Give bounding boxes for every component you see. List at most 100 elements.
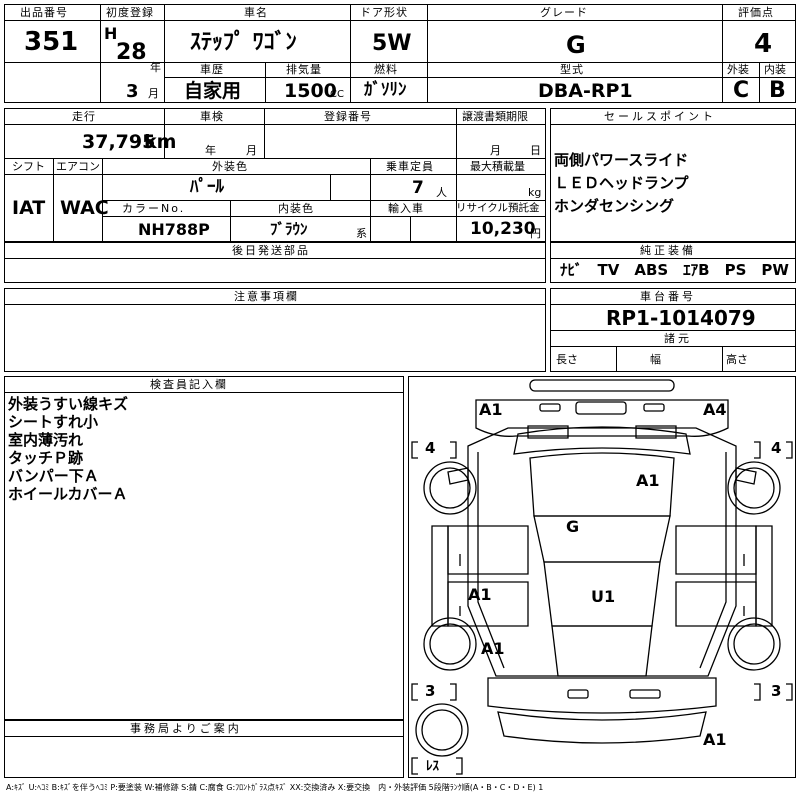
sales-point-box: [550, 108, 796, 242]
year-value: 28: [116, 40, 147, 65]
damage-mark: G: [566, 517, 580, 536]
first-reg-label: 初度登録: [106, 6, 154, 19]
car-diagram-drawing: [411, 379, 793, 775]
recycle-label: リサイクル預託金: [456, 202, 540, 214]
ext-color-value: ﾊﾟｰﾙ: [190, 177, 224, 197]
shift-value: IAT: [12, 197, 46, 219]
door-value: 5W: [372, 31, 412, 56]
damage-mark: A1: [636, 471, 660, 490]
office-label: 事務局よりご案内: [130, 722, 242, 735]
equipment-box: [550, 242, 796, 283]
inspector-note: シートすれ小: [8, 413, 99, 431]
inspection-label: 車検: [200, 110, 224, 123]
shift-label: シフト: [12, 160, 45, 173]
history-label: 車歴: [200, 63, 224, 76]
damage-mark: A4: [703, 400, 727, 419]
capacity-label: 乗車定員: [386, 160, 434, 173]
score-value: 4: [754, 29, 773, 59]
aircon-value: WAC: [60, 197, 109, 219]
aircon-label: エアコン: [56, 160, 100, 173]
month-value: 3: [126, 81, 139, 102]
inspector-note: ホイールカバーＡ: [8, 485, 128, 503]
door-label: ドア形状: [360, 6, 408, 19]
exterior-label: 外装: [727, 63, 749, 76]
car-diagram: [408, 376, 796, 778]
grade-label: グレード: [540, 6, 588, 19]
inspector-note: 外装うすい線キズ: [8, 395, 129, 413]
damage-mark: A1: [479, 400, 503, 419]
chassis-value: RP1-1014079: [606, 306, 756, 330]
color-no-label: カラーNo.: [122, 202, 186, 215]
sales-point-2: ＬＥＤヘッドランプ: [554, 174, 689, 192]
inspector-note: 室内薄汚れ: [8, 431, 84, 449]
damage-mark: U1: [591, 587, 616, 606]
sales-point-3: ホンダセンシング: [554, 197, 675, 215]
reg-no-label: 登録番号: [324, 110, 372, 123]
import-label: 輸入車: [388, 202, 424, 215]
history-value: 自家用: [184, 80, 242, 102]
interior-label: 内装: [764, 63, 786, 76]
equipment-value: ﾅﾋﾞ TV ABS ｴｱB PS PW: [560, 261, 789, 279]
damage-mark: A1: [481, 639, 505, 658]
sales-point-1: 両側パワースライド: [554, 151, 689, 169]
grade-value: G: [566, 31, 586, 59]
int-color-label: 内装色: [278, 202, 314, 215]
lot-no-value: 351: [24, 27, 79, 57]
tread-right-top: 4: [771, 439, 782, 457]
tread-left-bottom: 3: [425, 682, 436, 700]
color-no-value: NH788P: [138, 220, 210, 239]
specs-label: 諸元: [664, 332, 692, 345]
person-unit: 人: [436, 186, 447, 199]
notes-label: 注意事項欄: [234, 290, 299, 303]
office-box: [4, 720, 404, 778]
width-label: 幅: [650, 353, 661, 366]
later-parts-box: [4, 242, 546, 283]
car-name-label: 車名: [244, 6, 268, 19]
sales-point-label: セールスポイント: [604, 110, 716, 123]
spare-tire-label: ﾚｽ: [426, 759, 439, 774]
length-label: 長さ: [556, 353, 578, 366]
recycle-value: 10,230: [470, 219, 536, 239]
displacement-label: 排気量: [286, 63, 322, 76]
damage-mark: A1: [468, 585, 492, 604]
model-label: 型式: [560, 63, 584, 76]
month-unit: 月: [148, 87, 159, 100]
inspection-year-unit: 年: [205, 144, 216, 157]
inspector-note: タッチＰ跡: [8, 449, 84, 467]
yen-unit: 円: [530, 227, 541, 240]
tread-left-top: 4: [425, 439, 436, 457]
fuel-value: ｶﾞｿﾘﾝ: [364, 80, 407, 100]
mileage-value: 37,795: [82, 131, 156, 153]
transfer-month-unit: 月: [490, 144, 501, 157]
max-load-label: 最大積載量: [470, 160, 525, 173]
inspector-label: 検査員記入欄: [150, 378, 228, 391]
score-label: 評価点: [738, 6, 774, 19]
header-block: [4, 4, 796, 103]
chassis-label: 車台番号: [640, 290, 696, 303]
transfer-label: 譲渡書類期限: [462, 110, 528, 123]
car-name-value: ｽﾃｯﾌﾟ ﾜｺﾞﾝ: [190, 30, 297, 55]
inspector-note: バンパー下Ａ: [8, 467, 99, 485]
interior-value: B: [769, 78, 786, 103]
int-color-value: ﾌﾞﾗｳﾝ: [270, 220, 308, 238]
inspection-month-unit: 月: [246, 144, 257, 157]
inspector-box: [4, 376, 404, 720]
mileage-label: 走行: [72, 110, 96, 123]
capacity-value: 7: [412, 178, 424, 198]
kei-unit: 系: [356, 227, 367, 240]
exterior-value: C: [733, 78, 750, 103]
equipment-label: 純正装備: [640, 244, 696, 257]
model-value: DBA-RP1: [538, 80, 633, 102]
tread-right-bottom: 3: [771, 682, 782, 700]
inspector-notes: 外装うすい線キズ シートすれ小 室内薄汚れ タッチＰ跡 バンパー下Ａ ホイールカ…: [8, 395, 128, 503]
cc-unit: CC: [330, 89, 344, 100]
kg-unit: kg: [528, 186, 542, 199]
era-value: H: [104, 24, 118, 43]
transfer-day-label: 日: [530, 144, 541, 157]
damage-mark: A1: [703, 730, 727, 749]
km-unit: km: [144, 131, 177, 153]
fuel-label: 燃料: [374, 63, 398, 76]
notes-box: [4, 288, 546, 372]
year-unit: 年: [150, 61, 161, 74]
displacement-value: 1500: [284, 80, 337, 102]
